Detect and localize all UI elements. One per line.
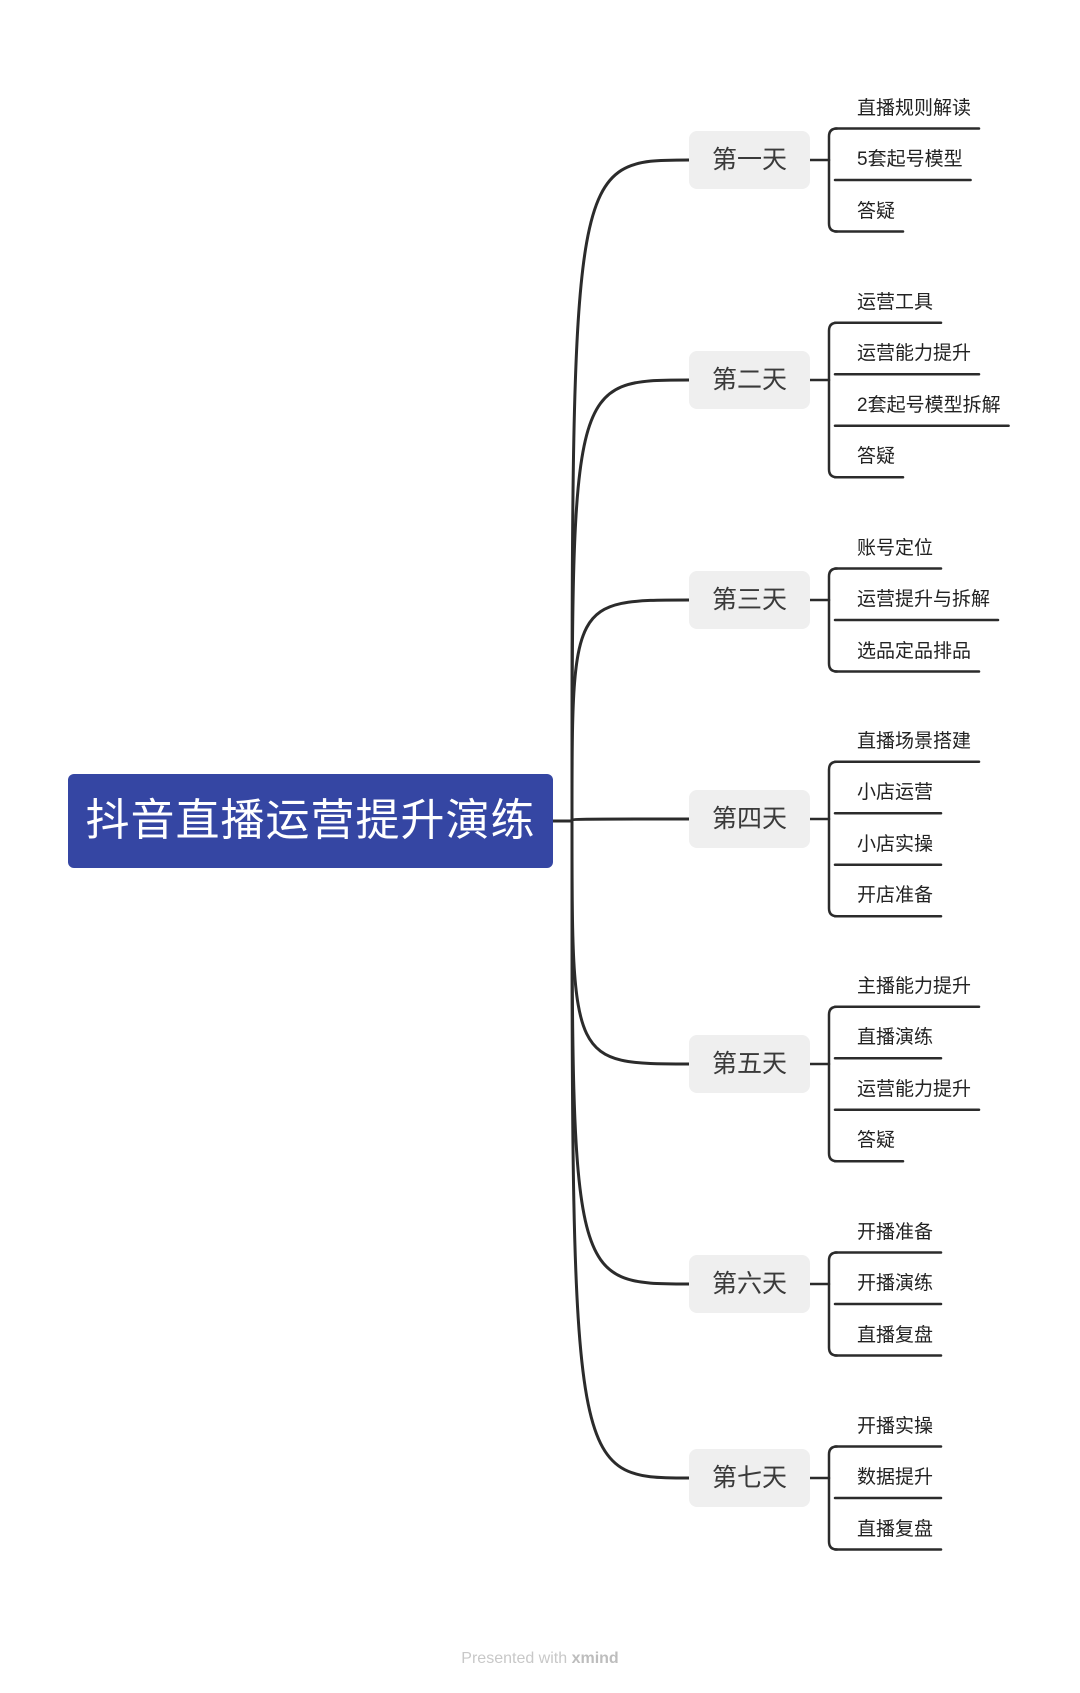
sub-bracket <box>827 567 839 673</box>
watermark-prefix: Presented with <box>461 1650 572 1667</box>
subtopic[interactable]: 5套起号模型 <box>857 149 963 170</box>
subtopic[interactable]: 答疑 <box>857 200 896 222</box>
day-topic-2[interactable]: 第二天 <box>689 351 810 409</box>
subtopic[interactable]: 直播复盘 <box>857 1518 934 1540</box>
subtopic[interactable]: 开播演练 <box>857 1273 934 1294</box>
subtopic[interactable]: 运营能力提升 <box>857 1078 972 1100</box>
subtopic[interactable]: 直播演练 <box>857 1027 934 1049</box>
subtopic[interactable]: 账号定位 <box>857 537 934 559</box>
branch-connector <box>570 819 691 1286</box>
subtopic[interactable]: 运营工具 <box>857 291 934 313</box>
sub-bracket <box>827 127 839 233</box>
branch-connector <box>570 378 691 823</box>
subtopic[interactable]: 小店实操 <box>857 833 934 855</box>
subtopic[interactable]: 选品定品排品 <box>857 640 972 662</box>
subtopic[interactable]: 答疑 <box>857 1130 896 1152</box>
branch-connector <box>570 158 691 823</box>
day-topic-5[interactable]: 第五天 <box>689 1035 810 1093</box>
subtopic[interactable]: 主播能力提升 <box>857 975 972 997</box>
sub-bracket <box>827 1251 839 1357</box>
day-topic-3[interactable]: 第三天 <box>689 571 810 629</box>
day-topic-4[interactable]: 第四天 <box>689 790 810 848</box>
day-topic-7[interactable]: 第七天 <box>689 1449 810 1507</box>
branch-connector <box>570 819 691 1480</box>
subtopic[interactable]: 小店运营 <box>857 782 934 804</box>
day-topic-6[interactable]: 第六天 <box>689 1255 810 1313</box>
sub-bracket <box>827 1445 839 1551</box>
subtopic[interactable]: 直播复盘 <box>857 1324 934 1346</box>
subtopic[interactable]: 开播准备 <box>857 1221 934 1243</box>
branch-connector <box>570 817 691 823</box>
day-topic-1[interactable]: 第一天 <box>689 131 810 189</box>
subtopic[interactable]: 开播实操 <box>857 1415 934 1437</box>
subtopic[interactable]: 开店准备 <box>857 885 934 907</box>
subtopic[interactable]: 直播场景搭建 <box>857 730 972 752</box>
watermark: Presented with xmind <box>0 1650 1080 1668</box>
sub-bracket <box>827 321 839 479</box>
subtopic[interactable]: 答疑 <box>857 446 896 468</box>
subtopic[interactable]: 运营能力提升 <box>857 343 972 365</box>
subtopic[interactable]: 2套起号模型拆解 <box>857 394 1001 416</box>
subtopic[interactable]: 直播规则解读 <box>857 97 972 119</box>
sub-bracket <box>827 1005 839 1163</box>
sub-bracket <box>827 760 839 918</box>
branch-connector <box>570 598 691 823</box>
branch-connector <box>570 819 691 1066</box>
watermark-brand: xmind <box>571 1650 619 1667</box>
subtopic[interactable]: 数据提升 <box>857 1467 934 1488</box>
root-topic[interactable]: 抖音直播运营提升演练 <box>68 774 553 868</box>
subtopic[interactable]: 运营提升与拆解 <box>857 589 991 610</box>
